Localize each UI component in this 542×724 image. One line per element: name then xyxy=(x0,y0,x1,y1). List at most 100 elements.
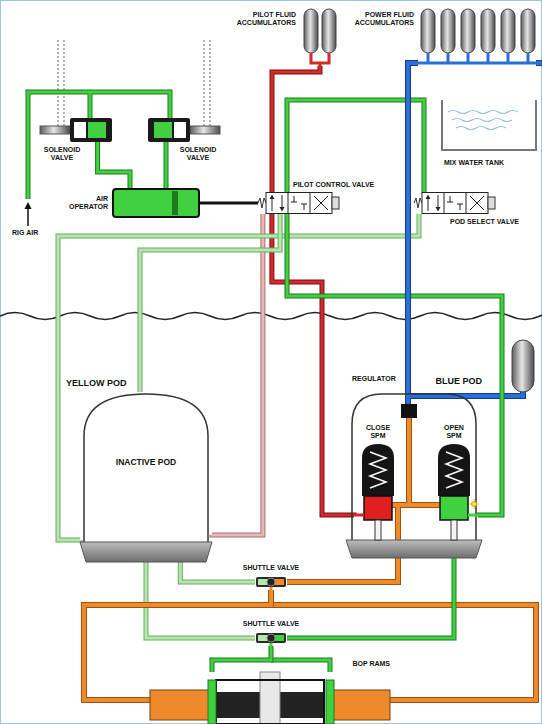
spm-valve-shape xyxy=(440,496,468,520)
spm-valve-shape xyxy=(354,422,402,540)
pod-select-valve-shape xyxy=(426,195,431,200)
solenoid-valve-shape xyxy=(148,118,220,142)
accumulator-bank: PILOT FLUID ACCUMULATORS xyxy=(300,8,340,66)
part-label: SHUTTLE VALVE xyxy=(241,620,301,628)
pod-select-valve-shape xyxy=(414,198,422,208)
spm-valve-shape xyxy=(469,499,479,509)
part-label: CLOSE SPM xyxy=(362,424,394,440)
control-pod: YELLOW PODINACTIVE POD xyxy=(80,392,212,562)
air-operator-shape xyxy=(113,189,199,217)
pipe-core xyxy=(272,66,320,192)
subsea-accumulator xyxy=(512,340,534,392)
solenoid-valve: SOLENOID VALVE xyxy=(40,118,112,142)
pipe-outline xyxy=(140,214,280,392)
open-line xyxy=(271,660,330,672)
control-pod-shape xyxy=(80,392,212,562)
regulated-line xyxy=(392,418,440,558)
pipe-core xyxy=(165,142,168,188)
control-pod-shape xyxy=(84,394,208,542)
accumulator-bank-shape xyxy=(461,9,475,53)
exhaust-line xyxy=(58,40,64,126)
accumulator-bank-shape xyxy=(501,9,515,53)
pod-select-valve-shape xyxy=(457,204,463,205)
pilot-control-valve-shape xyxy=(266,193,332,214)
rig-air-line xyxy=(28,92,170,199)
regulated-line xyxy=(271,418,536,700)
pilot-control-valve-shape xyxy=(310,193,311,214)
pipe-connector xyxy=(212,646,271,672)
bop-rams-shape xyxy=(280,692,324,718)
spm-valve-shape xyxy=(451,520,457,540)
pod-select-valve-shape xyxy=(428,198,429,211)
part-label: AIR OPERATOR xyxy=(64,195,108,211)
pod-select-valve-shape xyxy=(460,204,461,210)
accumulator-bank-shape xyxy=(421,9,435,53)
pipe-connector xyxy=(84,590,271,700)
spm-valve: OPEN SPM xyxy=(430,422,478,540)
bop-rams-shape xyxy=(216,680,324,724)
part-label: SOLENOID VALVE xyxy=(176,146,220,162)
part-label: INACTIVE POD xyxy=(80,458,212,468)
pipe-outline xyxy=(408,63,418,390)
pipe-core xyxy=(146,562,255,638)
part-label: BLUE POD xyxy=(435,376,482,386)
pipe-outline xyxy=(287,214,502,515)
pod-select-valve-shape xyxy=(447,202,453,203)
pipe-outline xyxy=(164,142,169,188)
pipe-connector xyxy=(287,558,398,582)
pod-select-valve-shape xyxy=(438,195,439,208)
open-line xyxy=(271,660,330,672)
pipe-core xyxy=(212,646,271,672)
shuttle-valve-shape xyxy=(255,630,287,646)
pipe-core xyxy=(272,214,354,515)
accumulator-bank-shape xyxy=(418,62,538,65)
pipe-outline xyxy=(272,214,354,515)
pod-select-valve-shape xyxy=(488,197,495,209)
solenoid-valve-shape xyxy=(88,122,106,138)
pod-select-valve-shape xyxy=(470,196,484,210)
power-fluid-line xyxy=(408,63,542,404)
rig-air-line xyxy=(25,202,32,209)
solenoid-valve-shape xyxy=(74,122,86,138)
pod-select-valve-shape xyxy=(444,193,445,214)
shuttle-valve: SHUTTLE VALVE xyxy=(255,630,287,646)
solenoid-valve: SOLENOID VALVE xyxy=(148,118,220,142)
pipe-outline xyxy=(146,562,255,638)
accumulator-bank: POWER FLUID ACCUMULATORS xyxy=(418,8,538,66)
part-label: POD SELECT VALVE xyxy=(450,218,519,226)
pipe-connector xyxy=(212,214,263,535)
shuttle-valve-shape xyxy=(270,587,273,590)
pipe-outline xyxy=(98,142,130,188)
air-operator-shape xyxy=(172,191,178,215)
pilot-control-valve-shape xyxy=(270,195,275,200)
accumulator-bank-shape xyxy=(481,9,495,53)
pipe-connector xyxy=(287,100,424,192)
pipe-core xyxy=(140,214,280,392)
pilot-control-valve-shape xyxy=(280,207,285,212)
spm-valve: CLOSE SPM xyxy=(354,422,402,540)
pod-select-valve-shape xyxy=(414,192,496,214)
pipe-connector xyxy=(166,142,167,188)
solenoid-valve-shape xyxy=(148,118,190,142)
control-pod-shape xyxy=(352,394,476,540)
pipe-outline xyxy=(287,100,424,192)
pod-select-valve-shape xyxy=(466,193,467,214)
shuttle-valve-shape xyxy=(267,634,275,642)
pilot-control-valve-shape xyxy=(288,193,289,214)
accumulator-bank-shape xyxy=(304,9,318,53)
sea-surface xyxy=(0,313,542,320)
part-label: POWER FLUID ACCUMULATORS xyxy=(350,11,414,27)
pod-select-valve-shape xyxy=(470,196,484,210)
pipe-outline xyxy=(212,214,263,535)
solenoid-valve-shape xyxy=(40,118,112,142)
pipe-connector xyxy=(200,203,258,204)
control-pod: BLUE PODCLOSE SPMOPEN SPM xyxy=(346,390,482,558)
part-label: MIX WATER TANK xyxy=(444,159,504,167)
part-label: SHUTTLE VALVE xyxy=(241,564,301,572)
pod-select-valve-shape xyxy=(450,196,451,202)
pod-select-valve-shape xyxy=(436,207,441,212)
pilot-control-valve-shape xyxy=(332,197,339,209)
mix-water-tank-shape xyxy=(452,119,512,122)
rig-air-line xyxy=(28,92,170,199)
